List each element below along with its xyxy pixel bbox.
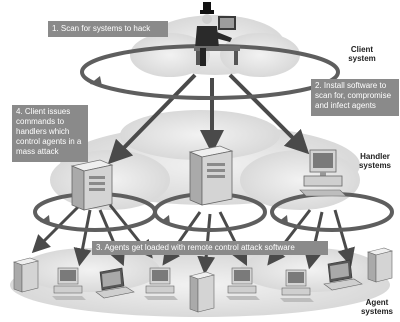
handler-label-line2: systems xyxy=(358,161,392,170)
ring-arrowhead xyxy=(160,215,170,224)
agent-desktop-icon xyxy=(52,267,86,300)
step4-text: 4. Client issues commands to handlers wh… xyxy=(16,107,82,156)
client-label-line1: Client xyxy=(350,45,374,54)
client-system-label: Client system xyxy=(340,45,384,63)
ring-arrowhead xyxy=(40,215,50,224)
handler-systems-label: Handler systems xyxy=(352,152,398,170)
agent-systems-label: Agent systems xyxy=(356,298,398,316)
agent-desktop-icon xyxy=(144,267,178,300)
hacker-icon xyxy=(194,2,240,66)
agent-laptop-icon xyxy=(95,267,135,299)
step3-text: 3. Agents get loaded with remote control… xyxy=(96,243,295,252)
arrow-client-to-handler-left xyxy=(107,73,197,165)
step2-text: 2. Install software to scan for, comprom… xyxy=(315,81,392,110)
handler-ring-right-front xyxy=(270,211,394,232)
agent-label-line2: systems xyxy=(360,307,394,316)
handler-label-line1: Handler xyxy=(360,152,390,161)
agent-label-line1: Agent xyxy=(365,298,389,307)
agent-server-icon xyxy=(188,271,216,313)
arrow-handler-agent xyxy=(333,209,355,267)
arrow-client-to-handler-right xyxy=(228,73,310,155)
ring-arrowhead xyxy=(278,215,288,224)
desktop-computer-icon xyxy=(299,149,347,197)
agent-desktop-icon xyxy=(226,267,260,300)
step3-callout: 3. Agents get loaded with remote control… xyxy=(92,241,328,255)
agent-desktop-icon xyxy=(280,269,314,302)
arrow-handler-agent xyxy=(304,211,324,270)
ring-arrowhead xyxy=(90,76,102,86)
agent-server-icon xyxy=(366,247,394,283)
step1-callout: 1. Scan for systems to hack xyxy=(48,21,168,37)
handler-ring-mid-front xyxy=(153,211,267,232)
server-icon xyxy=(70,159,114,211)
handler-ring-left-front xyxy=(33,211,157,232)
step1-text: 1. Scan for systems to hack xyxy=(52,24,151,33)
step4-callout: 4. Client issues commands to handlers wh… xyxy=(12,105,88,162)
arrow-handler-agent xyxy=(73,209,92,267)
step2-callout: 2. Install software to scan for, comprom… xyxy=(311,79,399,116)
client-label-line2: system xyxy=(348,54,376,63)
server-icon xyxy=(188,145,234,206)
agent-laptop-icon xyxy=(323,259,363,291)
agent-server-icon xyxy=(12,257,40,293)
